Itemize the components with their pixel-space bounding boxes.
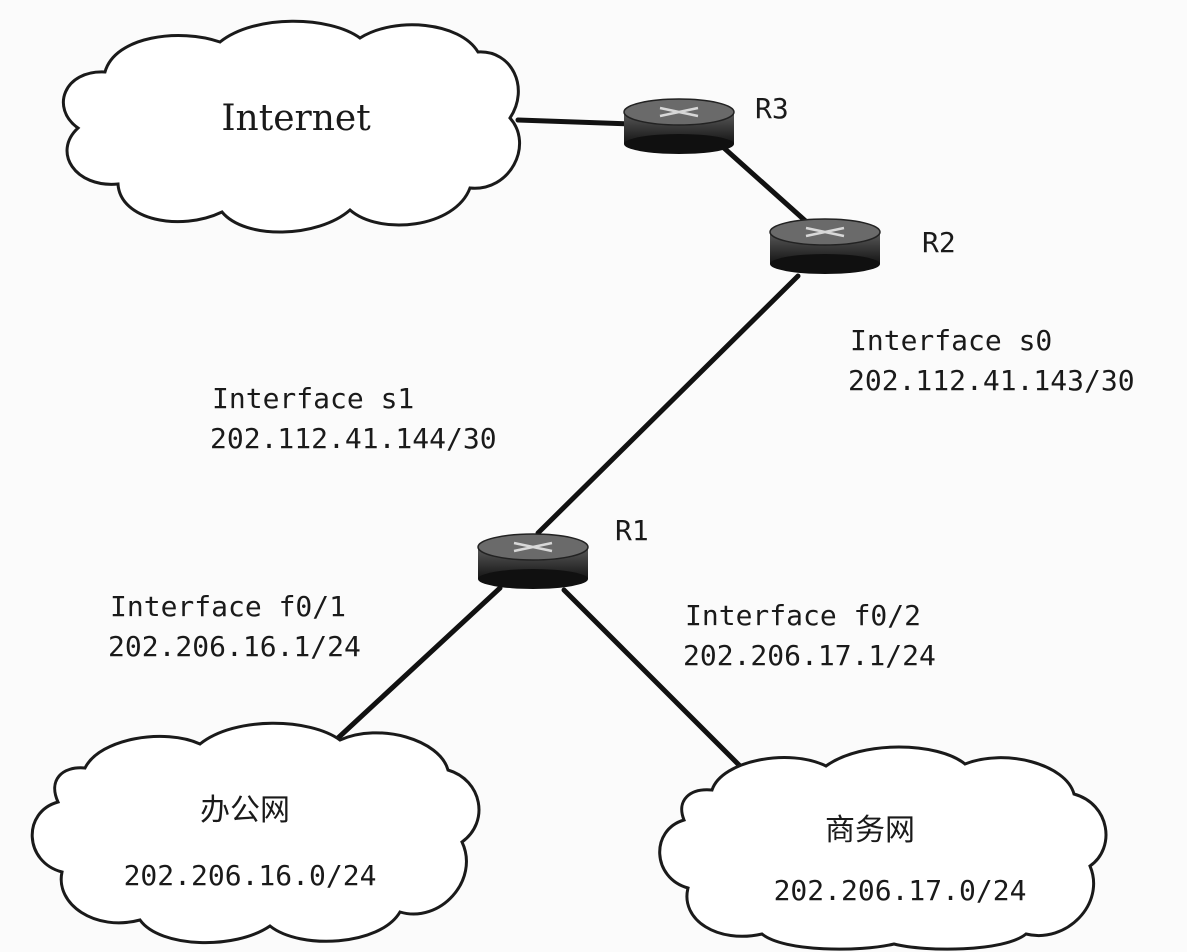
router-r1-label: R1 xyxy=(615,514,649,547)
interface-s0-name: Interface s0 xyxy=(850,324,1052,357)
link-r2-r1 xyxy=(535,273,801,536)
router-r2: R2 xyxy=(769,218,956,274)
router-icon xyxy=(623,98,735,154)
router-r3-label: R3 xyxy=(755,92,789,125)
interface-f02-address: 202.206.17.1/24 xyxy=(683,639,936,672)
interface-s1-name: Interface s1 xyxy=(212,382,414,415)
link-r1-business xyxy=(561,587,743,769)
interface-f01-name: Interface f0/1 xyxy=(110,590,346,623)
router-icon xyxy=(769,218,881,274)
interface-s1-label: Interface s1 202.112.41.144/30 xyxy=(210,382,497,455)
cloud-internet: Internet xyxy=(61,19,521,234)
cloud-office-network: 202.206.16.0/24 xyxy=(124,859,377,892)
interface-f02-label: Interface f0/2 202.206.17.1/24 xyxy=(683,599,936,672)
cloud-internet-shape xyxy=(61,19,521,234)
interface-f01-address: 202.206.16.1/24 xyxy=(108,630,361,663)
links xyxy=(335,117,813,769)
cloud-office-shape xyxy=(30,721,481,945)
link-r1-office xyxy=(335,585,503,741)
link-internet-r3 xyxy=(515,117,635,127)
interface-f02-name: Interface f0/2 xyxy=(685,599,921,632)
router-r3: R3 xyxy=(623,92,789,154)
cloud-business-shape xyxy=(658,745,1108,951)
interface-s1-address: 202.112.41.144/30 xyxy=(210,422,497,455)
cloud-office: 办公网 202.206.16.0/24 xyxy=(30,721,481,945)
cloud-office-label: 办公网 xyxy=(200,793,290,828)
link-r3-r2 xyxy=(721,145,813,228)
router-icon xyxy=(477,533,589,589)
router-r1: R1 xyxy=(477,514,649,589)
router-r2-label: R2 xyxy=(922,226,956,259)
cloud-internet-label: Internet xyxy=(221,98,371,139)
cloud-business: 商务网 202.206.17.0/24 xyxy=(658,745,1108,951)
cloud-business-label: 商务网 xyxy=(825,813,915,848)
interface-s0-address: 202.112.41.143/30 xyxy=(848,364,1135,397)
cloud-business-network: 202.206.17.0/24 xyxy=(774,874,1027,907)
interface-s0-label: Interface s0 202.112.41.143/30 xyxy=(848,324,1135,397)
interface-f01-label: Interface f0/1 202.206.16.1/24 xyxy=(108,590,361,663)
